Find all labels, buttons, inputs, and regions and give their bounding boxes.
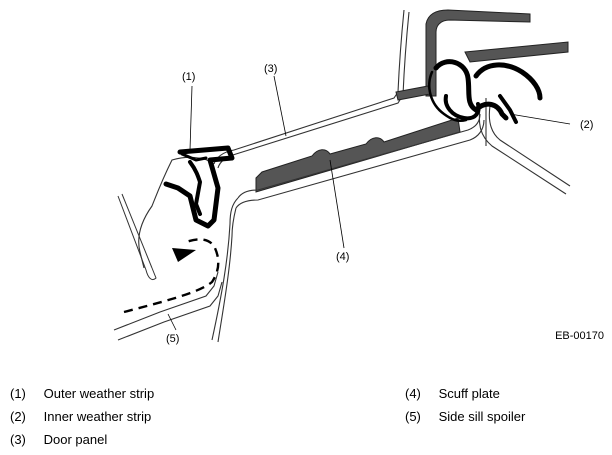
callout-1: (1) [182, 71, 195, 83]
leader-lines [167, 75, 571, 331]
legend-number: (2) [10, 409, 26, 424]
scuff-plate [255, 117, 461, 193]
inner-weather-strip [428, 59, 543, 124]
legend-label: Door panel [43, 432, 108, 447]
legend-label: Inner weather strip [43, 409, 152, 424]
seal-arrow-icon [172, 248, 196, 262]
legend-item-side-sill-spoiler: (5) Side sill spoiler [405, 405, 525, 428]
body-side-panel [478, 98, 571, 195]
legend-number: (3) [10, 432, 26, 447]
callout-2: (2) [580, 119, 593, 131]
callout-4: (4) [336, 251, 349, 263]
figure-code: EB-00170 [555, 330, 604, 342]
weather-strip-cross-section-diagram: (1) (3) (2) (4) (5) [113, 9, 593, 345]
legend-item-inner-weather-strip: (2) Inner weather strip [10, 405, 154, 428]
legend-label: Outer weather strip [43, 386, 155, 401]
legend-item-scuff-plate: (4) Scuff plate [405, 382, 525, 405]
callout-5: (5) [166, 333, 179, 345]
legend-item-door-panel: (3) Door panel [10, 428, 154, 451]
legend-right-column: (4) Scuff plate (5) Side sill spoiler [405, 382, 525, 428]
inner-door-frame [395, 9, 569, 101]
outer-weather-strip [163, 145, 235, 229]
door-edge-lip [117, 193, 157, 281]
legend-number: (1) [10, 386, 26, 401]
legend-label: Scuff plate [438, 386, 500, 401]
seal-contact-dashed-line [123, 238, 220, 314]
legend-number: (5) [405, 409, 421, 424]
legend-number: (4) [405, 386, 421, 401]
legend-left-column: (1) Outer weather strip (2) Inner weathe… [10, 382, 154, 451]
door-panel [138, 9, 410, 269]
legend-label: Side sill spoiler [438, 409, 526, 424]
side-sill-spoiler [113, 113, 485, 343]
callout-3: (3) [264, 63, 277, 75]
legend-item-outer-weather-strip: (1) Outer weather strip [10, 382, 154, 405]
